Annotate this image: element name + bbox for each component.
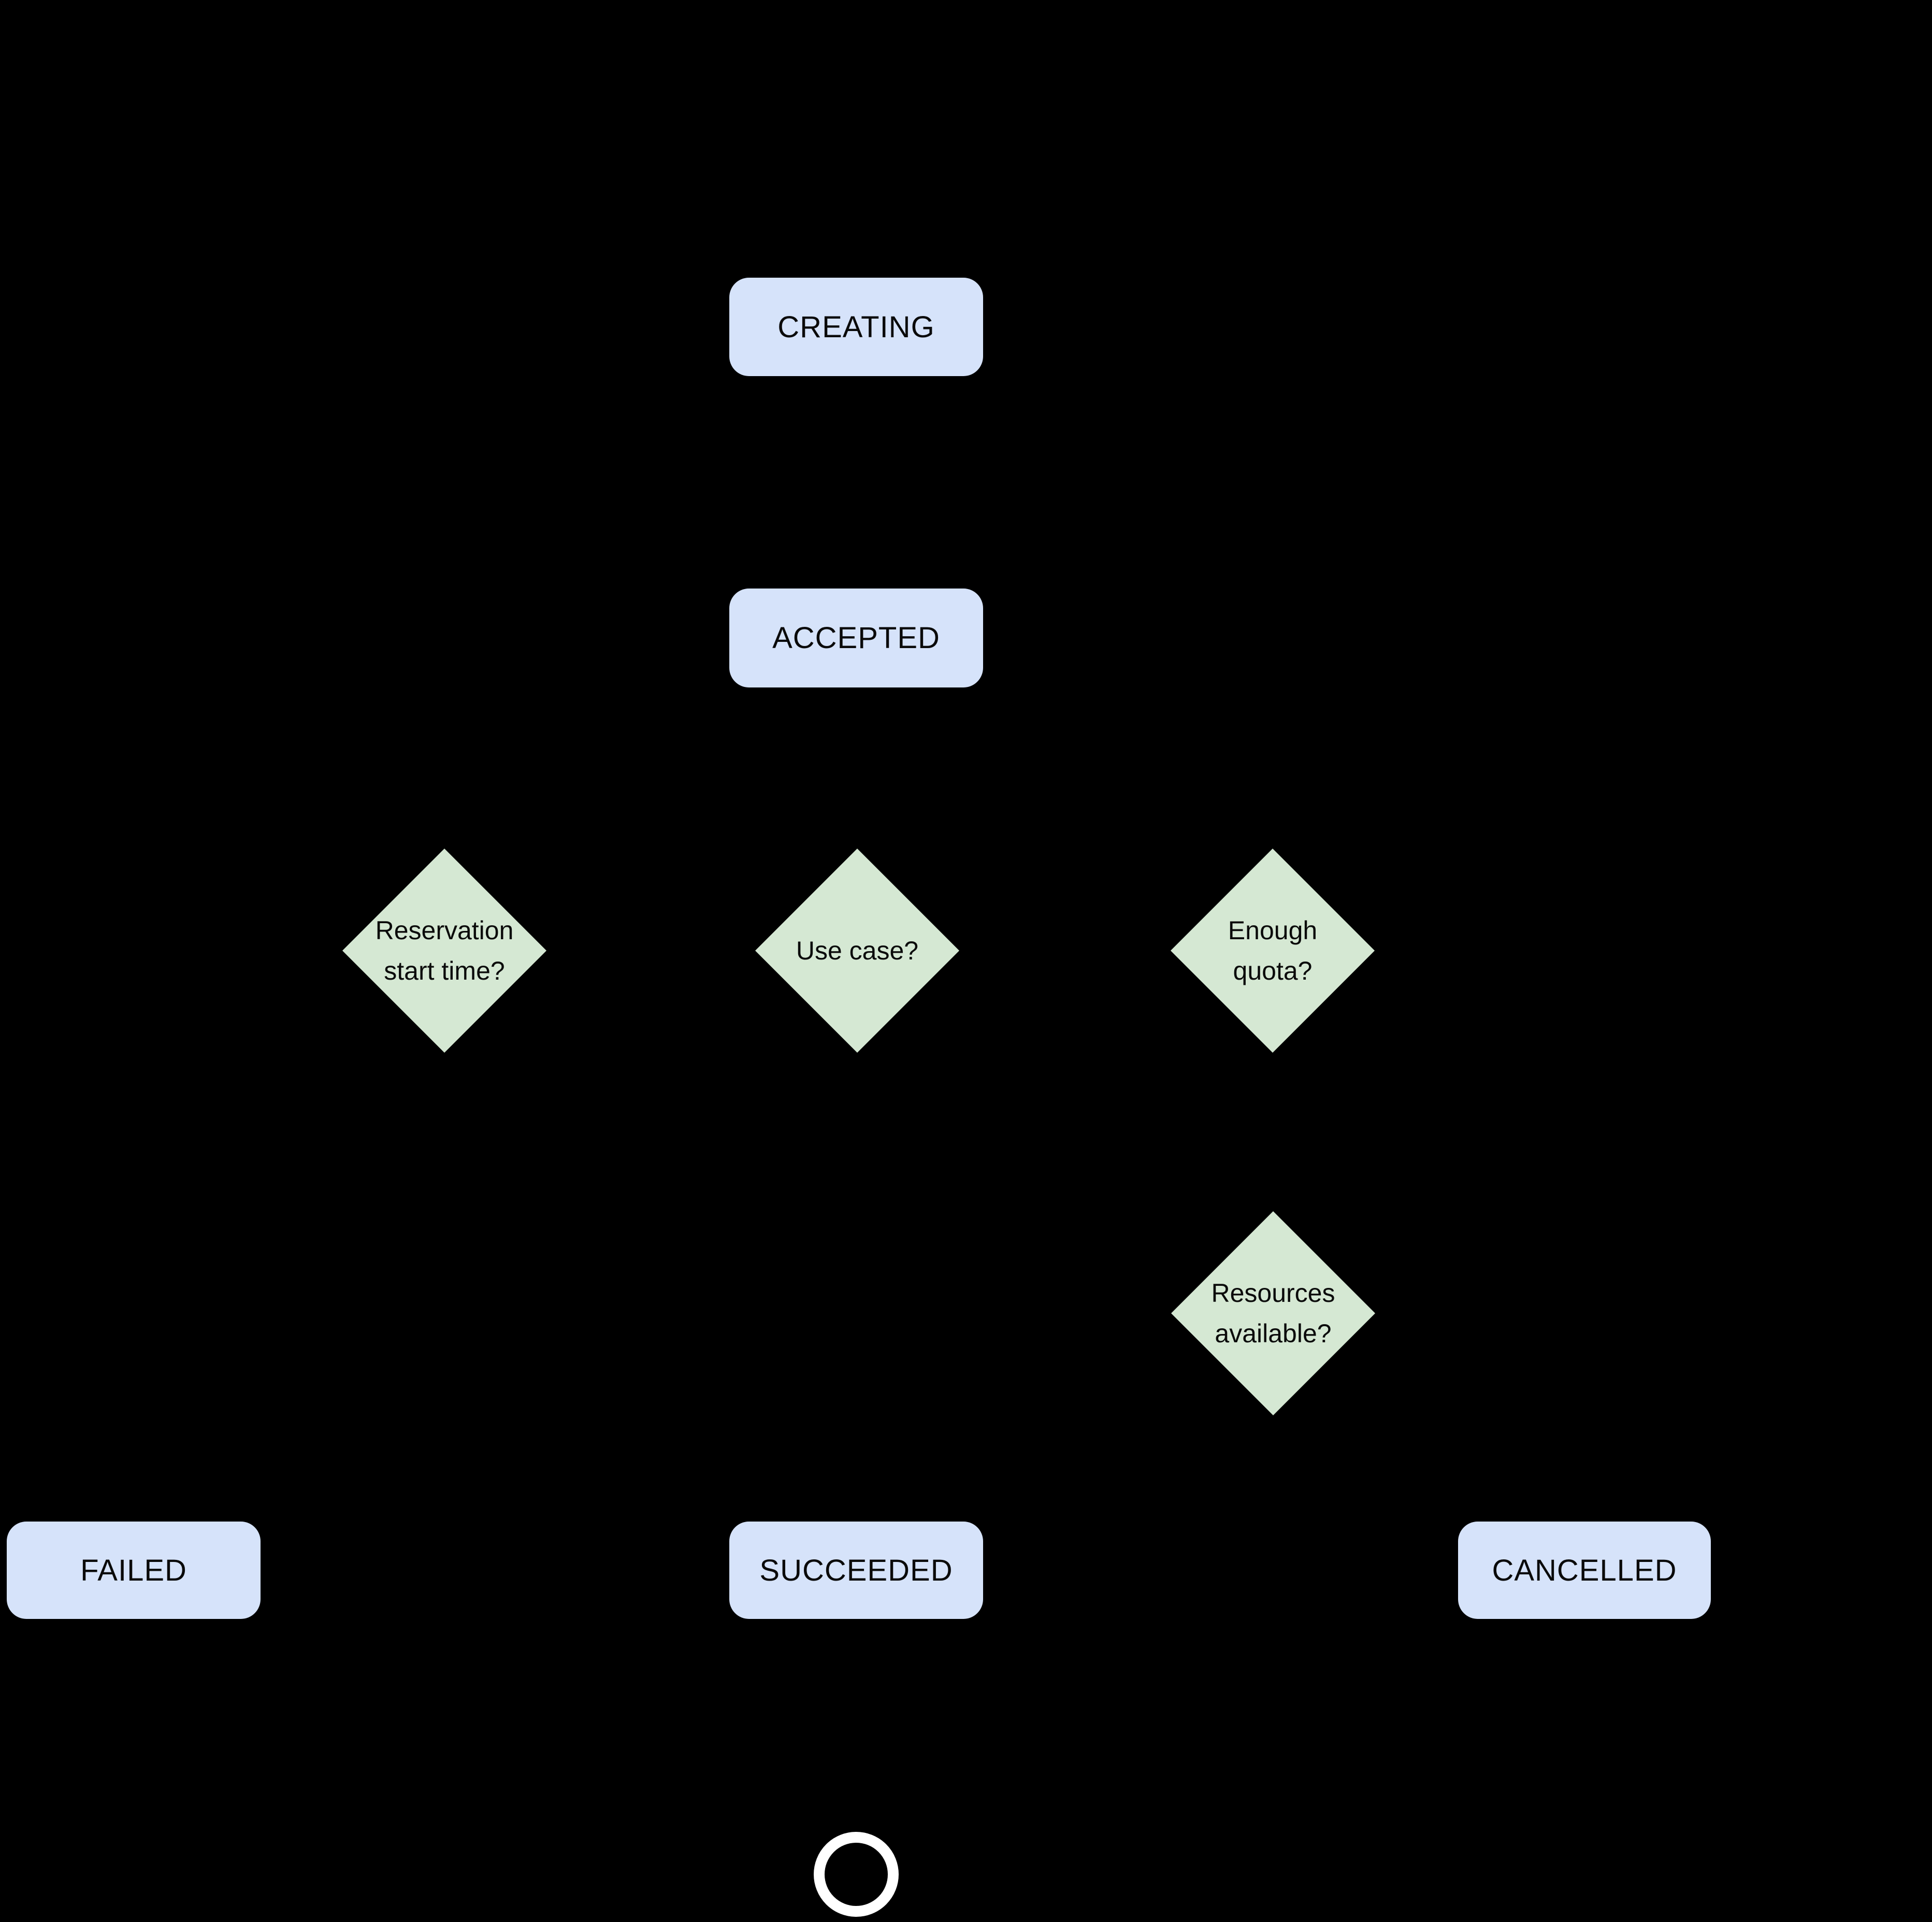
end-state-circle: [814, 1832, 899, 1917]
decision-enough-quota-label: Enough quota?: [1228, 910, 1317, 991]
decision-line: start time?: [384, 956, 505, 985]
state-accepted: ACCEPTED: [729, 589, 983, 687]
state-succeeded-label: SUCCEEDED: [759, 1553, 953, 1587]
state-creating-label: CREATING: [777, 310, 935, 344]
decision-resources-available-label: Resources available?: [1212, 1273, 1335, 1354]
state-failed: FAILED: [7, 1522, 261, 1619]
decision-use-case-label: Use case?: [796, 930, 918, 971]
decision-line: Resources: [1211, 1279, 1335, 1308]
decision-enough-quota: Enough quota?: [1171, 849, 1375, 1053]
state-creating: CREATING: [729, 278, 983, 376]
state-cancelled: CANCELLED: [1458, 1522, 1711, 1619]
decision-line: Use case?: [796, 936, 919, 965]
state-accepted-label: ACCEPTED: [772, 621, 940, 655]
decision-line: Reservation: [375, 916, 514, 945]
decision-reservation-start-time-label: Reservation start time?: [376, 910, 514, 991]
decision-line: quota?: [1233, 956, 1313, 985]
decision-line: Enough: [1228, 916, 1318, 945]
state-cancelled-label: CANCELLED: [1492, 1553, 1677, 1587]
state-succeeded: SUCCEEDED: [729, 1522, 983, 1619]
decision-resources-available: Resources available?: [1171, 1211, 1375, 1415]
state-failed-label: FAILED: [80, 1553, 187, 1587]
decision-line: available?: [1215, 1319, 1332, 1348]
decision-use-case: Use case?: [755, 849, 959, 1053]
decision-reservation-start-time: Reservation start time?: [342, 849, 546, 1053]
